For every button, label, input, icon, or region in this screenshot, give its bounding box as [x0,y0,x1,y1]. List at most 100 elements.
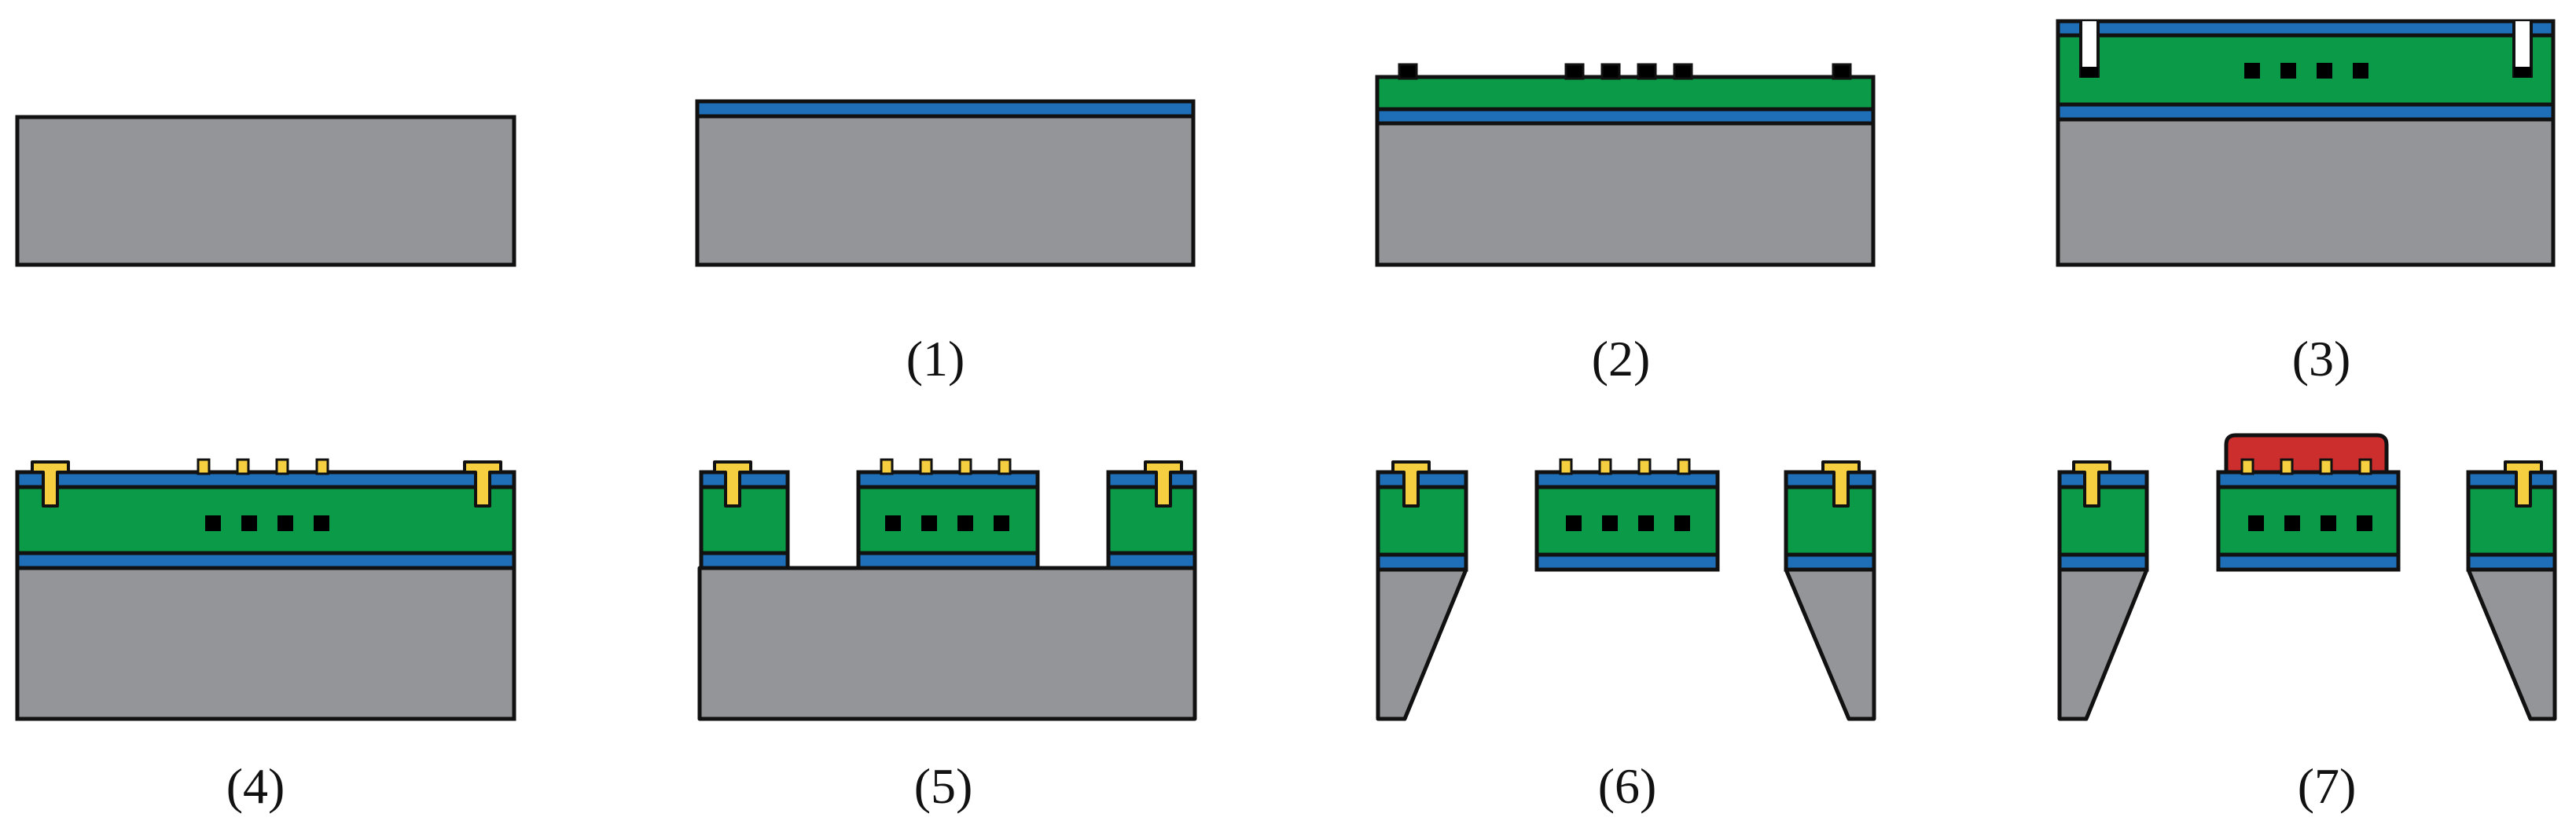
electrode [2353,63,2368,79]
polymer-layer [2057,485,2149,557]
polymer-layer [1375,75,1876,112]
polymer-layer [1376,485,1468,557]
metal-via [31,460,70,508]
oxide-layer [2057,470,2149,489]
metal-pad [2358,458,2372,475]
oxide-layer [856,551,1040,570]
step-label-2: (2) [1592,331,1651,387]
oxide-layer [695,99,1196,119]
electrode [2248,515,2264,531]
substrate-anchor [1376,567,1468,721]
metal-via [2072,460,2111,508]
metal-via [1821,460,1861,508]
metal-pad [880,458,894,475]
electrode [2321,515,2336,531]
panel-step-1 [695,99,1196,267]
electrode [2244,63,2260,79]
substrate-anchor [2057,567,2149,721]
electrode [2357,515,2372,531]
electrode [2317,63,2332,79]
panel-substrate [15,115,516,267]
metal-pad [275,458,289,475]
oxide-layer [1376,552,1468,572]
substrate [15,566,516,721]
oxide-layer [2216,552,2401,572]
metal-pad [315,458,329,475]
panel-step-4 [15,458,516,721]
oxide-layer [1534,470,1720,489]
step-label-6: (6) [1598,758,1657,814]
electrode [1832,63,1852,80]
oxide-layer [1784,552,1876,572]
oxide-layer [1376,470,1468,489]
panel-step-6 [1376,458,1876,721]
oxide-layer [699,551,790,570]
electrode [957,515,973,531]
oxide-layer [699,470,790,489]
step-label-1: (1) [906,331,965,387]
electrode [2081,67,2098,78]
metal-pad [2319,458,2333,475]
metal-via [2504,460,2543,508]
metal-pad [197,458,211,475]
electrode [1637,63,1657,80]
metal-pad [1637,458,1652,475]
electrode [2514,67,2531,78]
polymer-layer [2056,33,2556,107]
panel-step-3 [2056,19,2556,267]
oxide-layer [856,470,1040,489]
electrode [1600,63,1621,80]
oxide-layer [1534,552,1720,572]
polymer-layer [1784,485,1876,557]
panel-step-2 [1375,63,1876,267]
substrate [15,115,516,267]
electrode [277,515,293,531]
metal-pad [919,458,933,475]
panel-step-7 [2057,433,2557,721]
metal-via [463,460,502,508]
electrode [1674,515,1690,531]
polymer-layer [1106,485,1197,555]
electrode [1398,63,1418,80]
electrode [241,515,257,531]
electrode [2280,63,2296,79]
metal-pad [958,458,972,475]
metal-via [713,460,752,508]
substrate [697,566,1197,721]
substrate-anchor [2466,567,2557,721]
cap-layer [2224,433,2389,475]
substrate [2056,117,2556,267]
metal-pad [1559,458,1573,475]
metal-pad [998,458,1012,475]
metal-pad [2240,458,2254,475]
oxide-layer [2216,470,2401,489]
substrate-anchor [1784,567,1876,721]
electrode [1638,515,1654,531]
metal-pad [236,458,250,475]
step-label-5: (5) [914,758,973,814]
electrode [1564,63,1585,80]
substrate [1375,121,1876,267]
metal-via [1144,460,1183,508]
electrode [1673,63,1693,80]
oxide-layer [1106,470,1197,489]
step-label-7: (7) [2298,758,2357,814]
oxide-layer [2466,552,2557,572]
electrode [2284,515,2300,531]
electrode [205,515,221,531]
electrode [1602,515,1618,531]
metal-pad [1598,458,1612,475]
oxide-layer [2057,552,2149,572]
electrode [921,515,937,531]
electrode [994,515,1009,531]
oxide-layer [1375,107,1876,126]
polymer-layer [15,485,516,555]
oxide-layer [1784,470,1876,489]
polymer-layer [699,485,790,555]
oxide-layer [2056,102,2556,122]
electrode [885,515,901,531]
step-label-4: (4) [226,758,285,814]
polymer-layer [1534,485,1720,557]
panel-step-5 [697,458,1197,721]
electrode [314,515,329,531]
